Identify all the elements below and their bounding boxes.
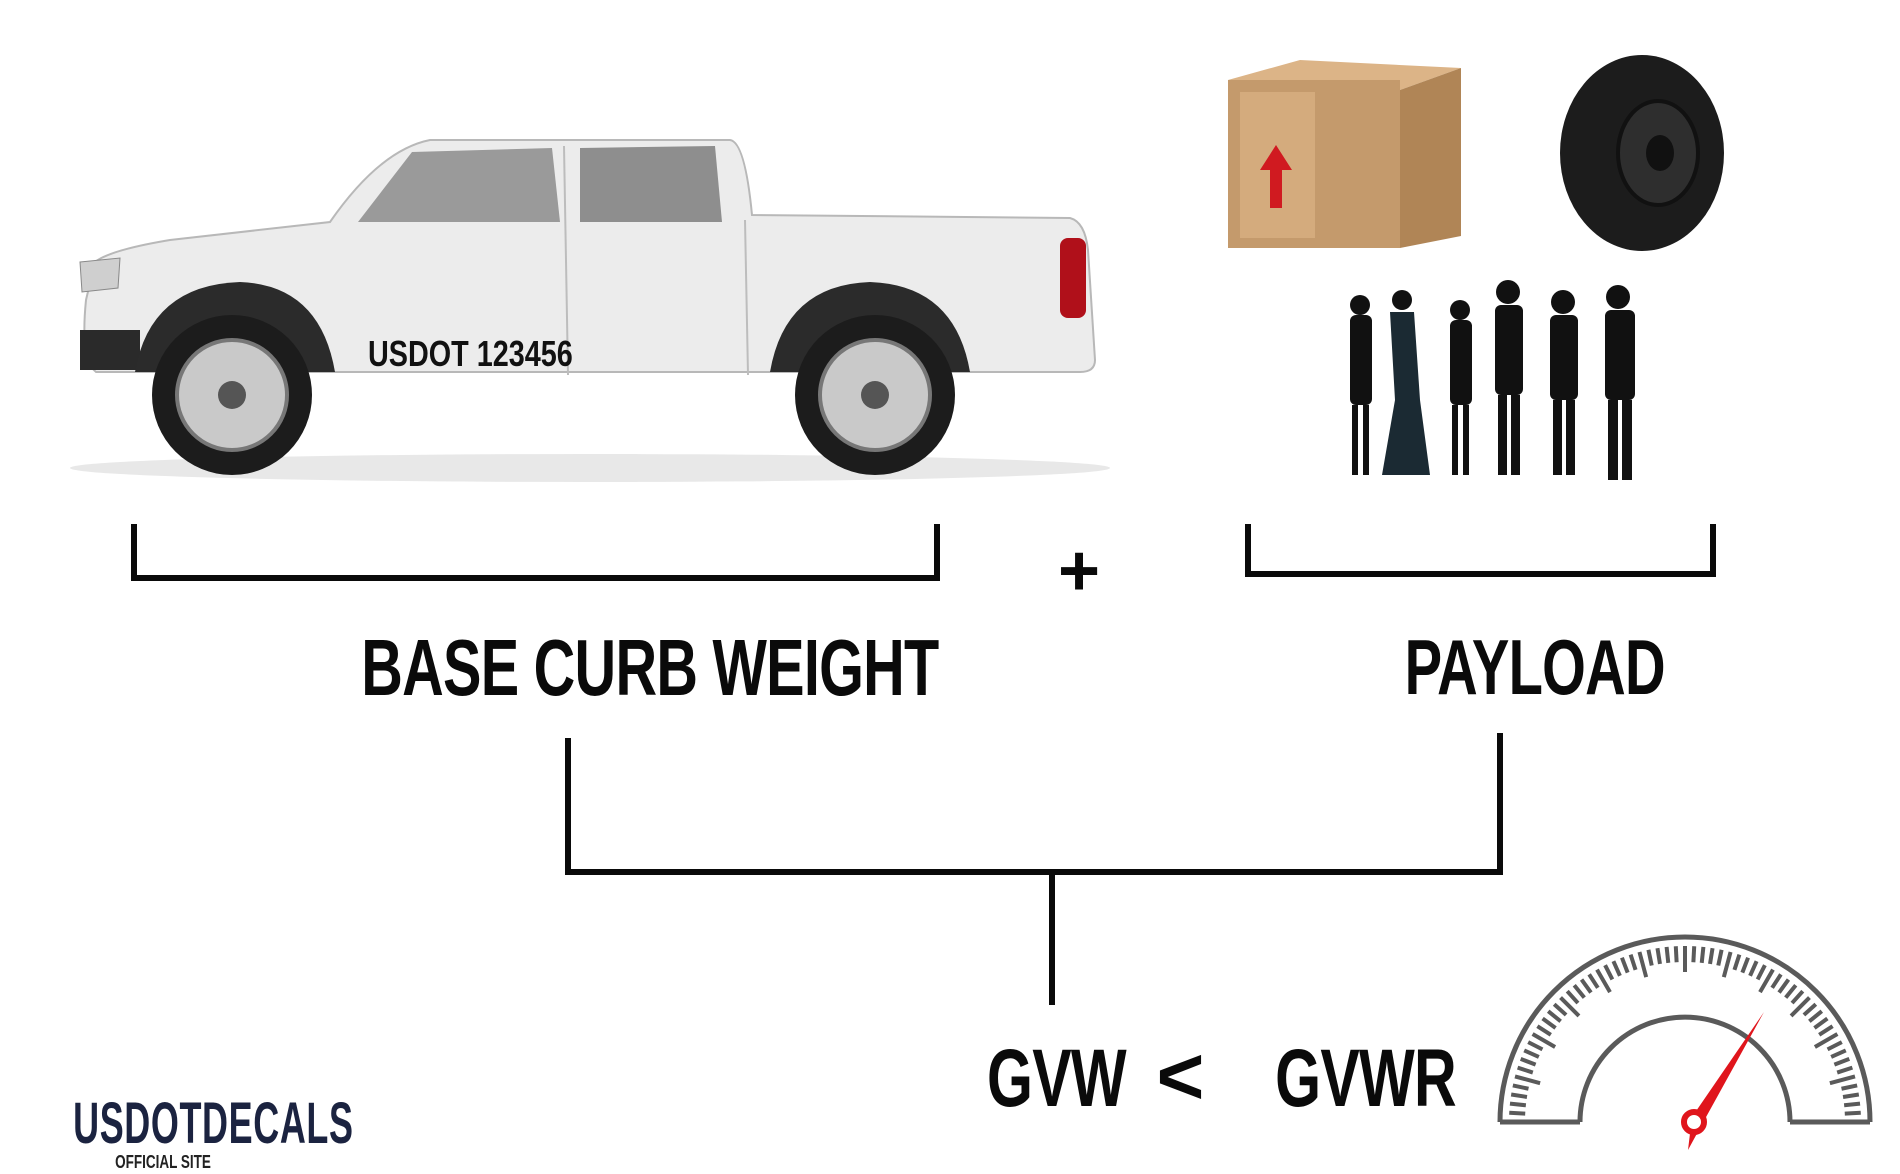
gauge-tick: [1842, 1092, 1860, 1099]
gauge-tick: [1620, 956, 1630, 974]
gvw-text: GVW: [987, 1033, 1127, 1124]
gauge-tick: [1716, 949, 1724, 966]
bracket-lines: [131, 524, 1716, 1005]
gauge-tick: [1841, 1083, 1858, 1091]
gauge-tick: [1836, 1065, 1854, 1075]
gvwr-text: GVWR: [1275, 1033, 1457, 1124]
cardboard-box-icon: [1228, 60, 1461, 248]
logo-name: USDOTDECALS: [73, 1091, 354, 1156]
gauge-tick: [1527, 1040, 1544, 1052]
gauge-tick: [1664, 946, 1671, 964]
gauge-tick: [1802, 1002, 1818, 1017]
gvwr-label: GVWR: [1240, 1032, 1457, 1126]
gauge-tick: [1777, 978, 1791, 994]
gauge-tick: [1813, 1016, 1829, 1030]
gauge-tick: [1559, 996, 1581, 1018]
gauge-tick: [1655, 947, 1662, 965]
gauge-tick: [1546, 1009, 1562, 1023]
gauge-tick: [1509, 1110, 1526, 1116]
gauge-tick: [1699, 946, 1706, 964]
gauge-tick: [1579, 978, 1593, 994]
gauge-tick: [1587, 973, 1600, 989]
logo-tagline: OFFICIAL SITE: [115, 1152, 211, 1172]
gauge-tick: [1789, 996, 1811, 1018]
gauge-tick: [1552, 1002, 1568, 1017]
pickup-truck-image: USDOT 123456: [70, 139, 1110, 482]
gauge-tick: [1536, 1024, 1552, 1037]
gauge-tick: [1514, 1074, 1541, 1086]
gauge-tick: [1708, 947, 1715, 965]
gauge-tick: [1523, 1048, 1540, 1059]
gauge-tick: [1531, 1032, 1557, 1049]
gauge-tick: [1813, 1032, 1839, 1049]
gauge-tick: [1826, 1040, 1843, 1052]
less-than-sign: <: [1156, 1031, 1205, 1122]
gauge-tick: [1628, 953, 1638, 971]
gauge-tick: [1732, 953, 1742, 971]
gauge-tick: [1565, 989, 1580, 1005]
people-silhouettes-icon: [1350, 280, 1635, 480]
gauge-tick: [1637, 951, 1649, 978]
gauge-tick: [1721, 951, 1733, 978]
gauge-tick: [1808, 1009, 1824, 1023]
gauge-tick: [1844, 1110, 1861, 1116]
gauge-tick: [1572, 983, 1586, 999]
gauge-tick: [1770, 973, 1783, 989]
truck-door-text: USDOT 123456: [368, 333, 573, 374]
gauge-tick: [1509, 1101, 1527, 1108]
payload-bracket: [1245, 524, 1716, 577]
sum-bracket: [565, 733, 1503, 875]
gauge-tick: [1818, 1024, 1834, 1037]
gauge-tick: [1510, 1092, 1528, 1099]
payload-text: PAYLOAD: [1404, 623, 1666, 711]
gauge-tick: [1748, 960, 1759, 977]
gauge-tick: [1673, 946, 1679, 963]
gauge-icon: [1497, 934, 1873, 1150]
gauge-tick: [1790, 989, 1805, 1005]
gvw-label: GVW: [960, 1032, 1140, 1126]
gauge-tick: [1595, 968, 1612, 994]
gauge-tick: [1646, 949, 1654, 966]
gauge-tick: [1755, 964, 1767, 981]
gauge-tick: [1691, 946, 1697, 963]
gauge-tick: [1611, 960, 1622, 977]
gauge-tick: [1830, 1048, 1847, 1059]
gauge-tick: [1829, 1074, 1856, 1086]
curb-weight-bracket: [131, 524, 940, 581]
base-curb-weight-label: BASE CURB WEIGHT: [249, 622, 939, 714]
gauge-tick: [1541, 1016, 1557, 1030]
payload-label: PAYLOAD: [1354, 622, 1666, 713]
plus-operator: +: [1058, 531, 1100, 611]
tire-icon: [1560, 55, 1724, 251]
gauge-tick: [1603, 964, 1615, 981]
base-curb-weight-text: BASE CURB WEIGHT: [361, 623, 939, 712]
gauge-tick: [1833, 1057, 1851, 1067]
gauge-tick: [1784, 983, 1798, 999]
usdotdecals-logo: USDOTDECALS OFFICIAL SITE: [18, 1091, 354, 1172]
gauge-tick: [1516, 1065, 1534, 1075]
gauge-tick: [1512, 1083, 1529, 1091]
gauge-tick: [1740, 956, 1750, 974]
gauge-tick: [1843, 1101, 1861, 1108]
gauge-tick: [1758, 968, 1775, 994]
gauge-tick: [1519, 1057, 1537, 1067]
